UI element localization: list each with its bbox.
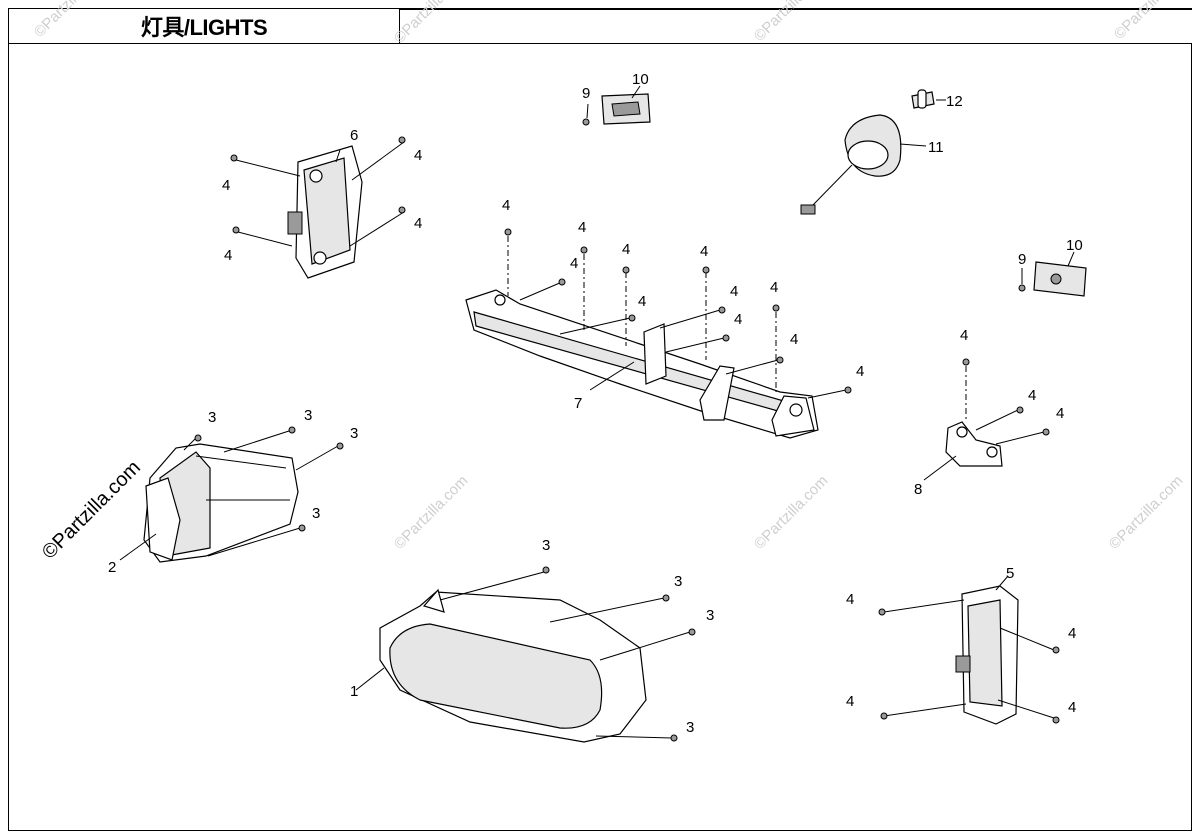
callout-2: 2 xyxy=(108,559,116,576)
side-lamp-11 xyxy=(800,89,946,215)
callout-5: 5 xyxy=(1006,565,1014,582)
callout-4r: 4 xyxy=(1056,405,1064,422)
light-bracket-7 xyxy=(465,228,852,439)
side-watermark: ©Partzilla.com xyxy=(38,457,145,564)
watermark: ©Partzilla.com xyxy=(1106,472,1187,553)
watermark: ©Partzilla.com xyxy=(751,472,832,553)
callout-4j: 4 xyxy=(770,279,778,296)
callout-4d: 4 xyxy=(414,215,422,232)
callout-4q: 4 xyxy=(1028,387,1036,404)
reflector-right xyxy=(1018,251,1087,297)
callout-4g: 4 xyxy=(570,255,578,272)
watermark: ©Partzilla.com xyxy=(1111,0,1192,43)
callout-3c: 3 xyxy=(350,425,358,442)
callout-1: 1 xyxy=(350,683,358,700)
callout-7: 7 xyxy=(574,395,582,412)
callout-4i: 4 xyxy=(700,243,708,260)
diagram-frame xyxy=(8,43,1192,831)
callout-11: 11 xyxy=(928,139,944,156)
callout-4s: 4 xyxy=(846,591,854,608)
callout-3h: 3 xyxy=(686,719,694,736)
diagram-title: 灯具/LIGHTS xyxy=(140,15,268,40)
reflector-upper xyxy=(582,85,651,126)
watermark: ©Partzilla.com xyxy=(391,0,472,47)
title-box: 灯具/LIGHTS xyxy=(8,8,400,44)
callout-4k: 4 xyxy=(638,293,646,310)
callout-3d: 3 xyxy=(312,505,320,522)
callout-4p: 4 xyxy=(960,327,968,344)
callout-8: 8 xyxy=(914,481,922,498)
callout-10b: 10 xyxy=(1066,237,1083,254)
callout-4u: 4 xyxy=(1068,625,1076,642)
headlamp-1 xyxy=(355,566,696,743)
callout-4h: 4 xyxy=(622,241,630,258)
bracket-8 xyxy=(923,358,1050,481)
callout-4c: 4 xyxy=(414,147,422,164)
callout-4t: 4 xyxy=(846,693,854,710)
callout-9b: 9 xyxy=(1018,251,1026,268)
callout-4m: 4 xyxy=(734,311,742,328)
callout-4a: 4 xyxy=(222,177,230,194)
callout-10: 10 xyxy=(632,71,649,88)
callout-12: 12 xyxy=(946,93,963,110)
callout-4b: 4 xyxy=(224,247,232,264)
frame-top-edge xyxy=(399,8,1192,10)
callouts: 10 9 12 11 10 9 6 4 4 4 4 4 4 4 4 4 4 4 … xyxy=(108,71,1083,736)
callout-3e: 3 xyxy=(542,537,550,554)
watermark: ©Partzilla.com xyxy=(391,472,472,553)
callout-4n: 4 xyxy=(790,331,798,348)
bracket-6 xyxy=(230,136,406,279)
callout-3f: 3 xyxy=(674,573,682,590)
callout-3b: 3 xyxy=(304,407,312,424)
callout-9: 9 xyxy=(582,85,590,102)
watermark: ©Partzilla.com xyxy=(31,0,112,41)
callout-4l: 4 xyxy=(730,283,738,300)
headlamp-2 xyxy=(119,426,344,563)
callout-4o: 4 xyxy=(856,363,864,380)
callout-3g: 3 xyxy=(706,607,714,624)
callout-4v: 4 xyxy=(1068,699,1076,716)
side-lamp-5 xyxy=(878,575,1060,725)
callout-3a: 3 xyxy=(208,409,216,426)
watermark: ©Partzilla.com xyxy=(751,0,832,45)
callout-4f: 4 xyxy=(578,219,586,236)
callout-6: 6 xyxy=(350,127,358,144)
callout-4e: 4 xyxy=(502,197,510,214)
